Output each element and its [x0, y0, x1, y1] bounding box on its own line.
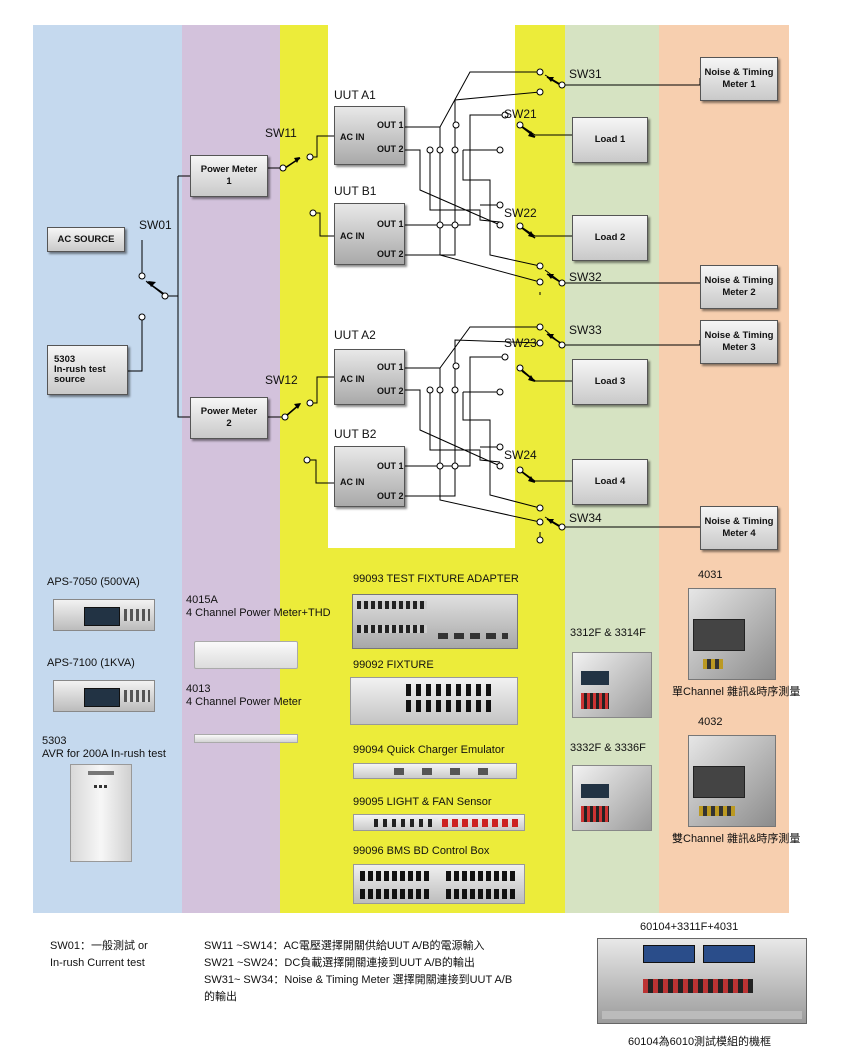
ac-in-label: AC IN — [340, 477, 365, 487]
mainframe-title: 60104+3311F+4031 — [640, 921, 739, 933]
m4032-label: 4032 — [698, 716, 723, 728]
aps7100-label: APS-7100 (1KVA) — [47, 657, 135, 669]
f99095-label: 99095 LIGHT & FAN Sensor — [353, 796, 492, 808]
sw33-label: SW33 — [569, 323, 602, 337]
uut-b2-box: AC IN OUT 1 OUT 2 — [334, 446, 405, 507]
m4031-description: 單Channel 雜訊&時序測量 — [672, 686, 801, 698]
out2-label: OUT 2 — [377, 249, 404, 259]
avr5303-image — [70, 764, 132, 862]
uut-a2-title: UUT A2 — [334, 328, 376, 342]
power-meter-1-box: Power Meter 1 — [190, 155, 268, 197]
ac-source-box: AC SOURCE — [47, 227, 125, 252]
sw22-label: SW22 — [504, 206, 537, 220]
f99092-label: 99092 FIXTURE — [353, 659, 434, 671]
sw24-label: SW24 — [504, 448, 537, 462]
uut-b2-title: UUT B2 — [334, 427, 377, 441]
out2-label: OUT 2 — [377, 386, 404, 396]
noise-meter-3-box: Noise & Timing Meter 3 — [700, 320, 778, 364]
ac-in-label: AC IN — [340, 132, 365, 142]
pm4015a-label: 4015A 4 Channel Power Meter+THD — [186, 594, 331, 619]
m4032-image — [688, 735, 776, 827]
load3332-image — [572, 765, 652, 831]
avr5303-label: 5303 AVR for 200A In-rush test — [42, 735, 166, 760]
f99094-image — [353, 763, 517, 779]
uut-a1-title: UUT A1 — [334, 88, 376, 102]
load-2-box: Load 2 — [572, 215, 648, 261]
m4031-image — [688, 588, 776, 680]
uut-a1-box: AC IN OUT 1 OUT 2 — [334, 106, 405, 165]
load3312-label: 3312F & 3314F — [570, 627, 646, 639]
ac-in-label: AC IN — [340, 374, 365, 384]
f99096-image — [353, 864, 525, 904]
sw31-label: SW31 — [569, 67, 602, 81]
uut-b1-title: UUT B1 — [334, 184, 377, 198]
f99092-image — [350, 677, 518, 725]
inrush-source-box: 5303 In-rush test source — [47, 345, 128, 395]
sw21-label: SW21 — [504, 107, 537, 121]
noise-meter-1-box: Noise & Timing Meter 1 — [700, 57, 778, 101]
sw11-label: SW11 — [265, 126, 297, 140]
f99095-image — [353, 814, 525, 831]
load3312-image — [572, 652, 652, 718]
load-3-box: Load 3 — [572, 359, 648, 405]
out1-label: OUT 1 — [377, 120, 404, 130]
f99093-label: 99093 TEST FIXTURE ADAPTER — [353, 573, 519, 585]
sw32-label: SW32 — [569, 270, 602, 284]
load-4-box: Load 4 — [572, 459, 648, 505]
out1-label: OUT 1 — [377, 461, 404, 471]
sw01-label: SW01 — [139, 218, 172, 232]
out2-label: OUT 2 — [377, 491, 404, 501]
f99093-image — [352, 594, 518, 649]
uut-a2-box: AC IN OUT 1 OUT 2 — [334, 349, 405, 405]
pm4013-image — [194, 734, 298, 743]
out1-label: OUT 1 — [377, 219, 404, 229]
pm4015a-image — [194, 641, 298, 669]
f99096-label: 99096 BMS BD Control Box — [353, 845, 490, 857]
f99094-label: 99094 Quick Charger Emulator — [353, 744, 505, 756]
noise-meter-4-box: Noise & Timing Meter 4 — [700, 506, 778, 550]
switch-notes: SW11 ~SW14：AC電壓選擇開關供給UUT A/B的電源輸入 SW21 ~… — [204, 940, 513, 1003]
switch-column-left — [280, 25, 328, 913]
out2-label: OUT 2 — [377, 144, 404, 154]
m4031-label: 4031 — [698, 569, 723, 581]
m4032-description: 雙Channel 雜訊&時序測量 — [672, 833, 801, 845]
sw23-label: SW23 — [504, 336, 537, 350]
pm4013-label: 4013 4 Channel Power Meter — [186, 683, 302, 708]
load3332-label: 3332F & 3336F — [570, 742, 646, 754]
aps7050-image — [53, 599, 155, 631]
sw12-label: SW12 — [265, 373, 298, 387]
aps7100-image — [53, 680, 155, 712]
aps7050-label: APS-7050 (500VA) — [47, 576, 140, 588]
load-1-box: Load 1 — [572, 117, 648, 163]
sw01-note: SW01：一般測試 or In-rush Current test — [50, 940, 148, 969]
noise-meter-2-box: Noise & Timing Meter 2 — [700, 265, 778, 309]
power-meter-2-box: Power Meter 2 — [190, 397, 268, 439]
sw34-label: SW34 — [569, 511, 602, 525]
out1-label: OUT 1 — [377, 362, 404, 372]
mainframe-image — [597, 938, 807, 1024]
uut-b1-box: AC IN OUT 1 OUT 2 — [334, 203, 405, 265]
ac-in-label: AC IN — [340, 231, 365, 241]
mainframe-caption: 60104為6010測試模組的機框 — [628, 1036, 772, 1048]
